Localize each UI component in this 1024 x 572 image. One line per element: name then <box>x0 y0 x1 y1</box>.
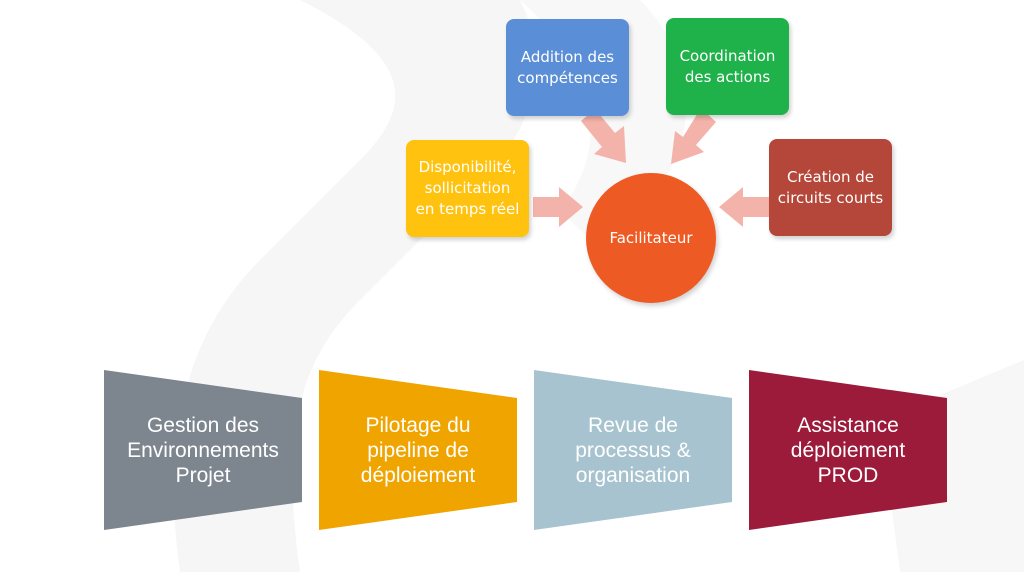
step-gestion-environnements: Gestion des Environnements Projet <box>104 370 302 530</box>
step-assistance-prod: Assistance déploiement PROD <box>749 370 947 530</box>
arrow-from-addition <box>581 109 626 163</box>
step-pilotage-label: Pilotage du pipeline de déploiement <box>360 413 476 487</box>
coordination-actions-label: Coordination des actions <box>679 46 776 86</box>
addition-competences-box: Addition des compétences <box>506 19 629 116</box>
step-gestion-label: Gestion des Environnements Projet <box>127 413 279 487</box>
creation-circuits-box: Création de circuits courts <box>769 139 892 236</box>
step-revue-processus: Revue de processus & organisation <box>534 370 732 530</box>
arrow-from-creation <box>719 187 769 227</box>
arrow-from-coordination <box>671 108 716 164</box>
step-shape <box>319 370 517 530</box>
facilitateur-label: Facilitateur <box>609 229 693 247</box>
step-assistance-label: Assistance déploiement PROD <box>790 413 906 487</box>
disponibilite-box: Disponibilité, sollicitation en temps ré… <box>406 140 529 237</box>
facilitateur-hub: Facilitateur <box>586 173 716 303</box>
step-pilotage-pipeline: Pilotage du pipeline de déploiement <box>319 370 517 530</box>
step-shape <box>104 370 302 530</box>
addition-competences-label: Addition des compétences <box>517 47 618 87</box>
disponibilite-label: Disponibilité, sollicitation en temps ré… <box>415 158 520 218</box>
step-shape <box>749 370 947 530</box>
step-revue-label: Revue de processus & organisation <box>575 413 691 487</box>
step-shape <box>534 370 732 530</box>
arrow-from-disponibilite <box>533 187 583 227</box>
coordination-actions-box: Coordination des actions <box>666 18 789 115</box>
creation-circuits-label: Création de circuits courts <box>777 167 884 207</box>
